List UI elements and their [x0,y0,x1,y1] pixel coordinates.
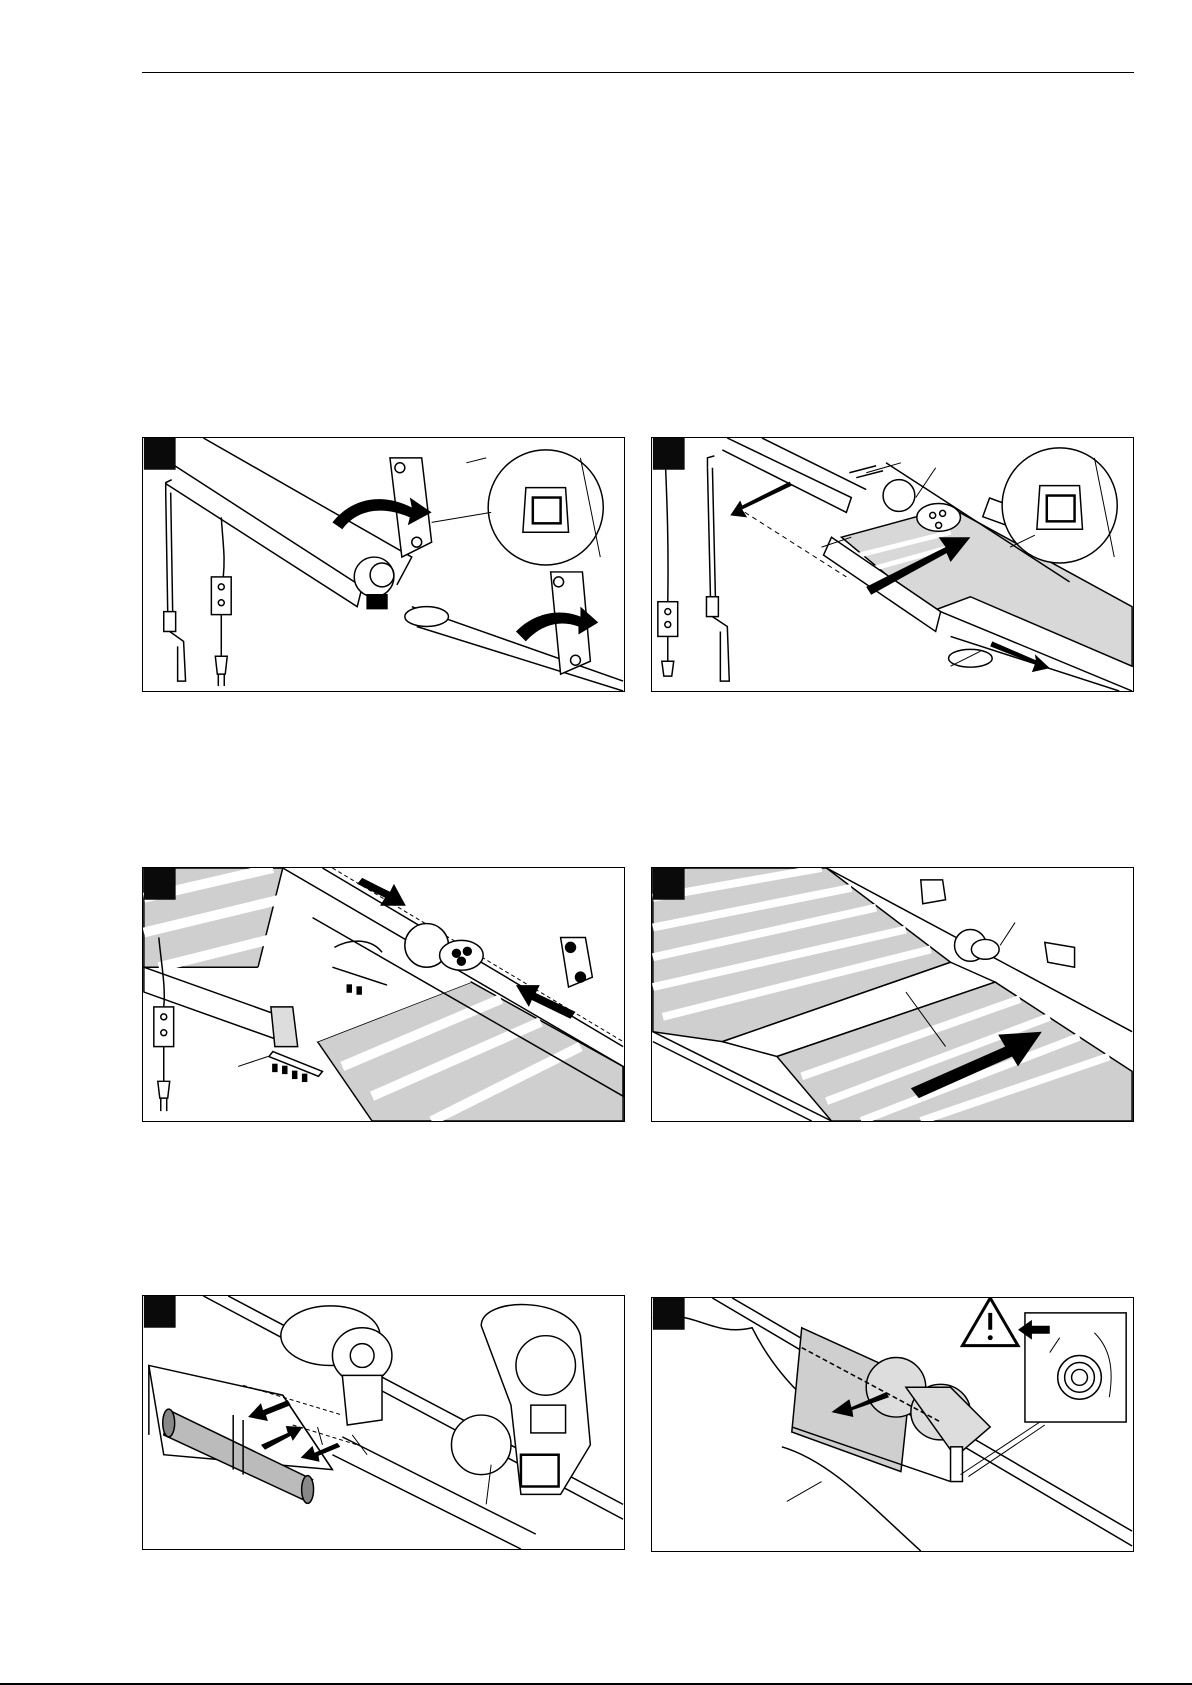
figure-2-drawing [652,438,1133,691]
figure-3-drawing [143,868,624,1121]
figure-1-badge [144,438,176,470]
figure-5 [142,1295,625,1550]
figure-2 [651,437,1134,692]
figure-2-badge [653,438,685,470]
direction-arrow-icon [261,1426,303,1450]
direction-arrow-icon [730,482,792,518]
direction-arrow-icon [990,641,1050,672]
direction-arrow-icon [248,1400,291,1421]
figure-1-drawing [143,438,624,691]
figure-4 [651,867,1134,1122]
header-rule [142,72,1134,73]
figure-1 [142,437,625,692]
figure-6-badge [653,1298,685,1330]
direction-arrow-icon [357,878,406,906]
direction-arrow-icon [301,1443,341,1462]
figure-4-drawing [652,868,1133,1121]
figure-3-badge [144,868,176,900]
figure-3 [142,867,625,1122]
figure-4-badge [653,868,685,900]
figure-5-drawing [143,1296,624,1549]
figure-6-drawing [652,1298,1133,1551]
figure-5-badge [144,1296,176,1328]
figure-6 [651,1297,1134,1552]
